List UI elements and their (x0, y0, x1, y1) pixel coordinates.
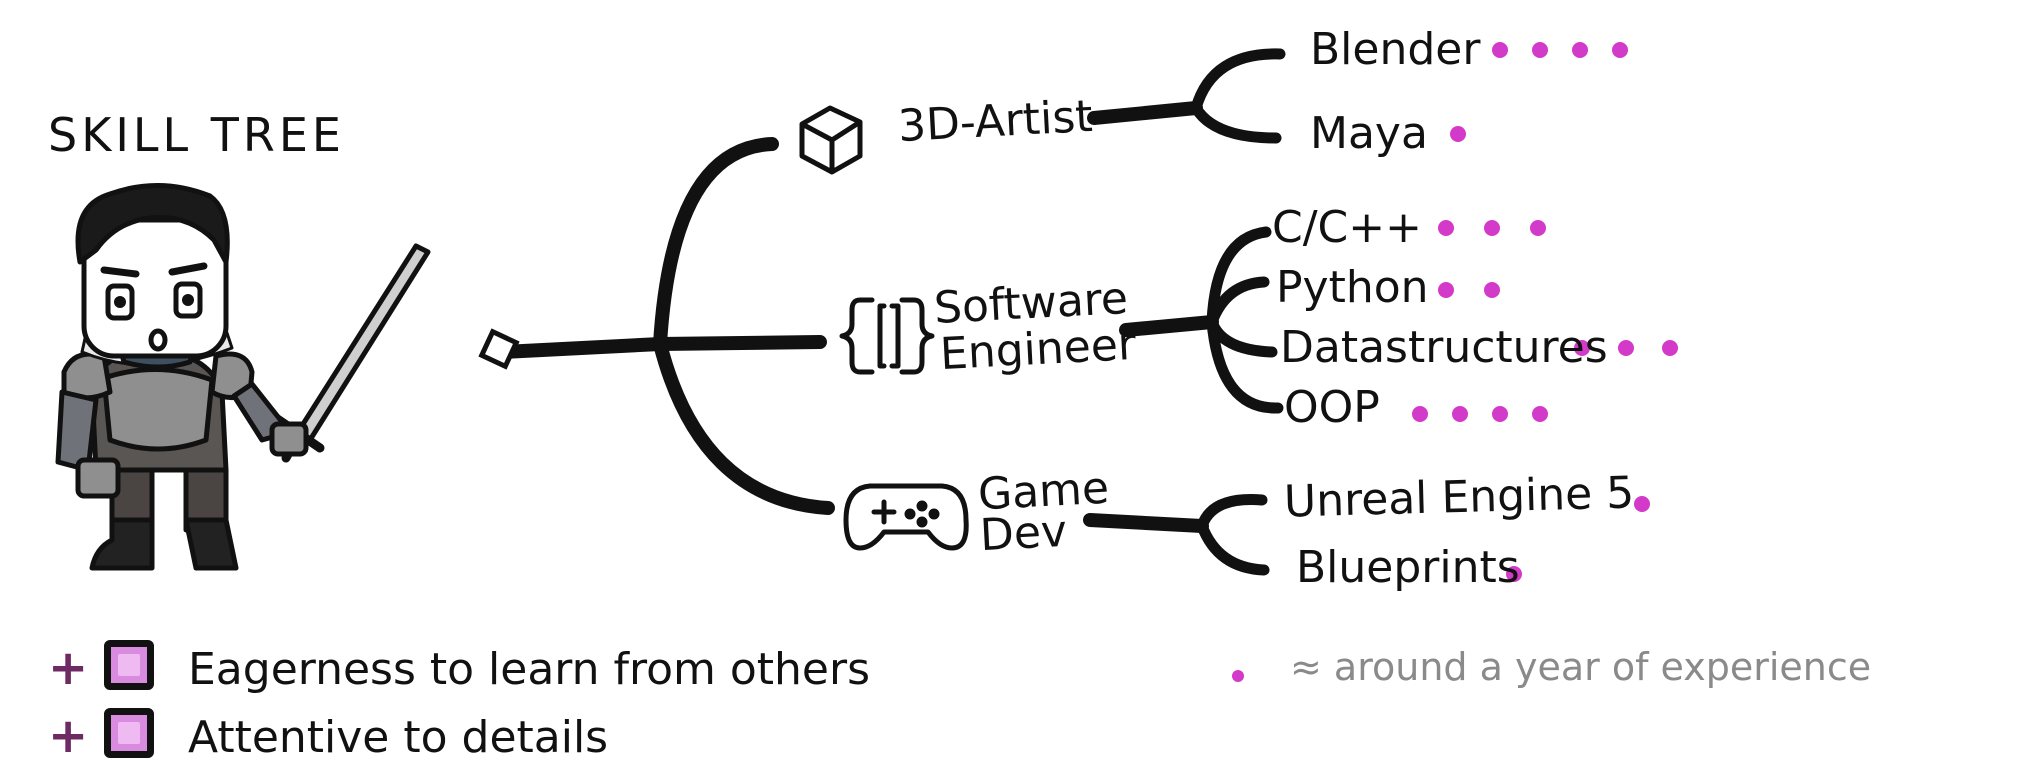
skill-label-unreal: Unreal Engine 5 (1283, 467, 1635, 528)
experience-dot (1532, 406, 1548, 422)
experience-dot (1530, 220, 1546, 236)
experience-dot (1612, 42, 1628, 58)
experience-dot (1452, 406, 1468, 422)
root-node (478, 328, 520, 370)
experience-dot (1492, 406, 1508, 422)
legend-text: ≈ around a year of experience (1290, 645, 1872, 689)
legend-dot (1232, 670, 1244, 682)
skill-label-blender: Blender (1310, 24, 1481, 75)
experience-dot (1450, 126, 1466, 142)
experience-dot (1484, 282, 1500, 298)
trait-plus-2: + (48, 708, 89, 764)
experience-dot (1492, 42, 1508, 58)
experience-dot (1634, 496, 1650, 512)
category-label-game-line2: Dev (978, 505, 1069, 562)
skill-label-datastructures: Datastructures (1280, 322, 1608, 373)
skill-label-oop: OOP (1284, 382, 1380, 433)
experience-dot (1484, 220, 1500, 236)
trait-plus-1: + (48, 640, 89, 696)
experience-dot (1618, 340, 1634, 356)
knight-illustration (55, 182, 431, 571)
trait-eagerness: Eagerness to learn from others (188, 644, 870, 695)
braces-icon (839, 297, 935, 375)
tree-branches (497, 48, 1286, 576)
skill-label-maya: Maya (1310, 108, 1428, 159)
category-label-software-line2: Engineer (938, 318, 1138, 381)
skill-label-blueprints: Blueprints (1296, 542, 1520, 593)
page-title: SKILL TREE (48, 108, 345, 162)
experience-dots (1412, 42, 1678, 582)
category-label-3d-artist: 3D-Artist (896, 90, 1094, 153)
experience-dot (1412, 406, 1428, 422)
experience-dot (1662, 340, 1678, 356)
skill-label-python: Python (1276, 262, 1429, 313)
experience-dot (1438, 220, 1454, 236)
experience-dot (1572, 42, 1588, 58)
gamepad-icon (843, 483, 969, 551)
trait-attentive: Attentive to details (188, 712, 609, 763)
experience-dot (1438, 282, 1454, 298)
gem-icon (104, 708, 154, 758)
skill-label-cpp: C/C++ (1272, 202, 1423, 253)
cube-icon (799, 105, 863, 175)
experience-dot (1574, 340, 1590, 356)
experience-dot (1532, 42, 1548, 58)
experience-dot (1506, 566, 1522, 582)
gem-icon (104, 640, 154, 690)
